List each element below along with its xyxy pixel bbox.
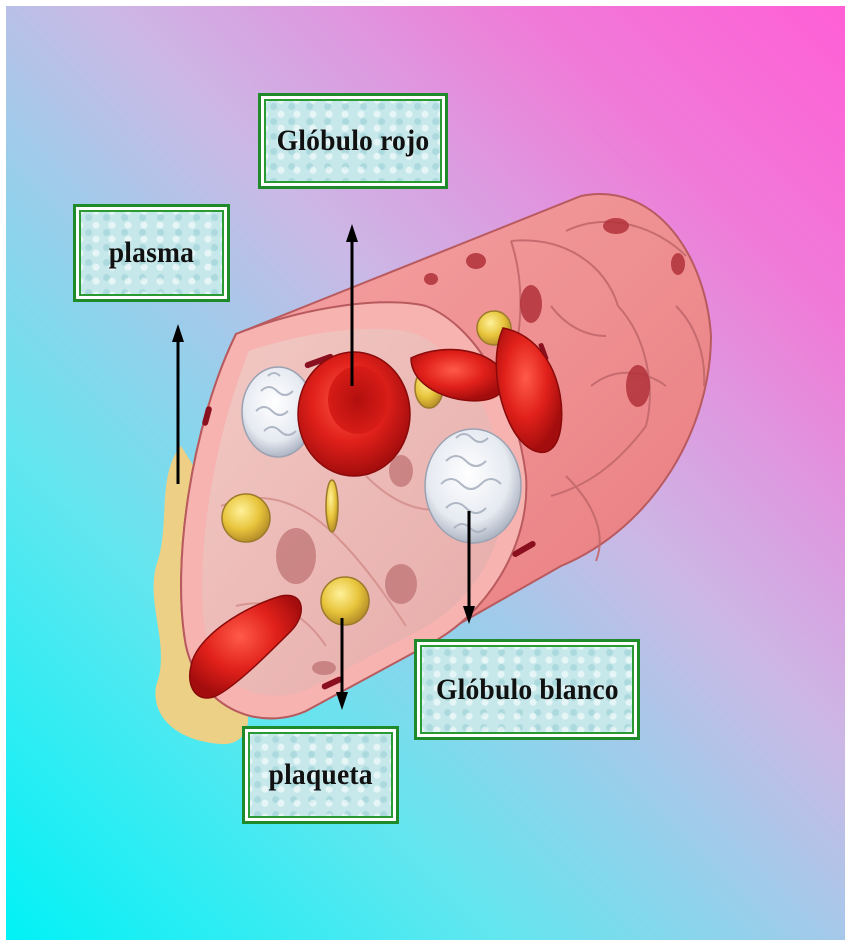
label-red-blood-cell-text: Glóbulo rojo (277, 124, 430, 158)
label-platelet: plaqueta (242, 726, 399, 824)
label-plasma-text: plasma (109, 236, 194, 270)
label-red-blood-cell: Glóbulo rojo (258, 93, 448, 189)
label-white-blood-cell-text: Glóbulo blanco (436, 673, 619, 707)
label-white-blood-cell: Glóbulo blanco (414, 639, 640, 740)
label-plasma: plasma (73, 204, 230, 302)
slide-background: Glóbulo rojo plasma Glóbulo blanco plaqu… (6, 6, 845, 940)
label-platelet-text: plaqueta (268, 758, 372, 792)
